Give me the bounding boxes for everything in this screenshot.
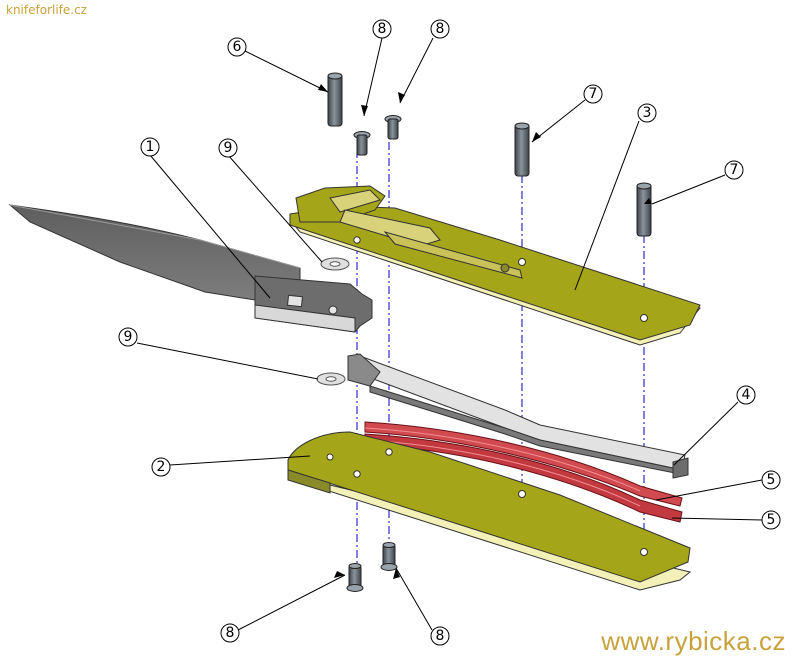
callout-5-lower: 5 — [767, 512, 776, 528]
screw-8-top-right — [384, 115, 402, 140]
callout-8-bottom-left: 8 — [226, 625, 235, 641]
callout-1: 1 — [146, 139, 155, 155]
lower-liner — [287, 431, 692, 591]
callout-8-bottom-right: 8 — [436, 628, 445, 644]
screw-8-bottom-left — [346, 563, 364, 592]
spring-upper — [364, 421, 683, 507]
callout-5-upper: 5 — [767, 472, 776, 488]
callout-7-right: 7 — [730, 162, 739, 178]
callout-4: 4 — [742, 387, 751, 403]
blade — [8, 204, 373, 333]
spring-lower — [364, 433, 683, 523]
pin-7-left — [514, 122, 530, 177]
callout-numbers: 6 8 8 7 3 7 1 9 9 2 4 5 5 8 8 — [124, 21, 776, 644]
callout-9-lower: 9 — [124, 329, 133, 345]
back-spacer — [347, 353, 689, 479]
callout-6: 6 — [233, 39, 242, 55]
callout-9-upper: 9 — [224, 140, 233, 156]
washer-lower — [316, 372, 346, 386]
leader-arrowheads — [318, 84, 652, 579]
callout-8-top-left: 8 — [378, 21, 387, 37]
callout-8-top-right: 8 — [436, 21, 445, 37]
upper-liner — [289, 185, 701, 346]
pin-6 — [327, 72, 343, 127]
watermark-top: knifeforlife.cz — [6, 3, 87, 17]
watermark-bottom: www.rybicka.cz — [601, 626, 786, 656]
callout-3: 3 — [643, 105, 652, 121]
callout-balloons — [118, 19, 781, 646]
screw-8-top-left — [353, 131, 371, 156]
washer-upper — [320, 257, 350, 271]
leader-lines — [136, 37, 763, 631]
pin-7-right — [636, 182, 652, 237]
callout-7-left: 7 — [589, 86, 598, 102]
screw-8-bottom-right — [380, 542, 398, 571]
callout-2: 2 — [157, 459, 166, 475]
